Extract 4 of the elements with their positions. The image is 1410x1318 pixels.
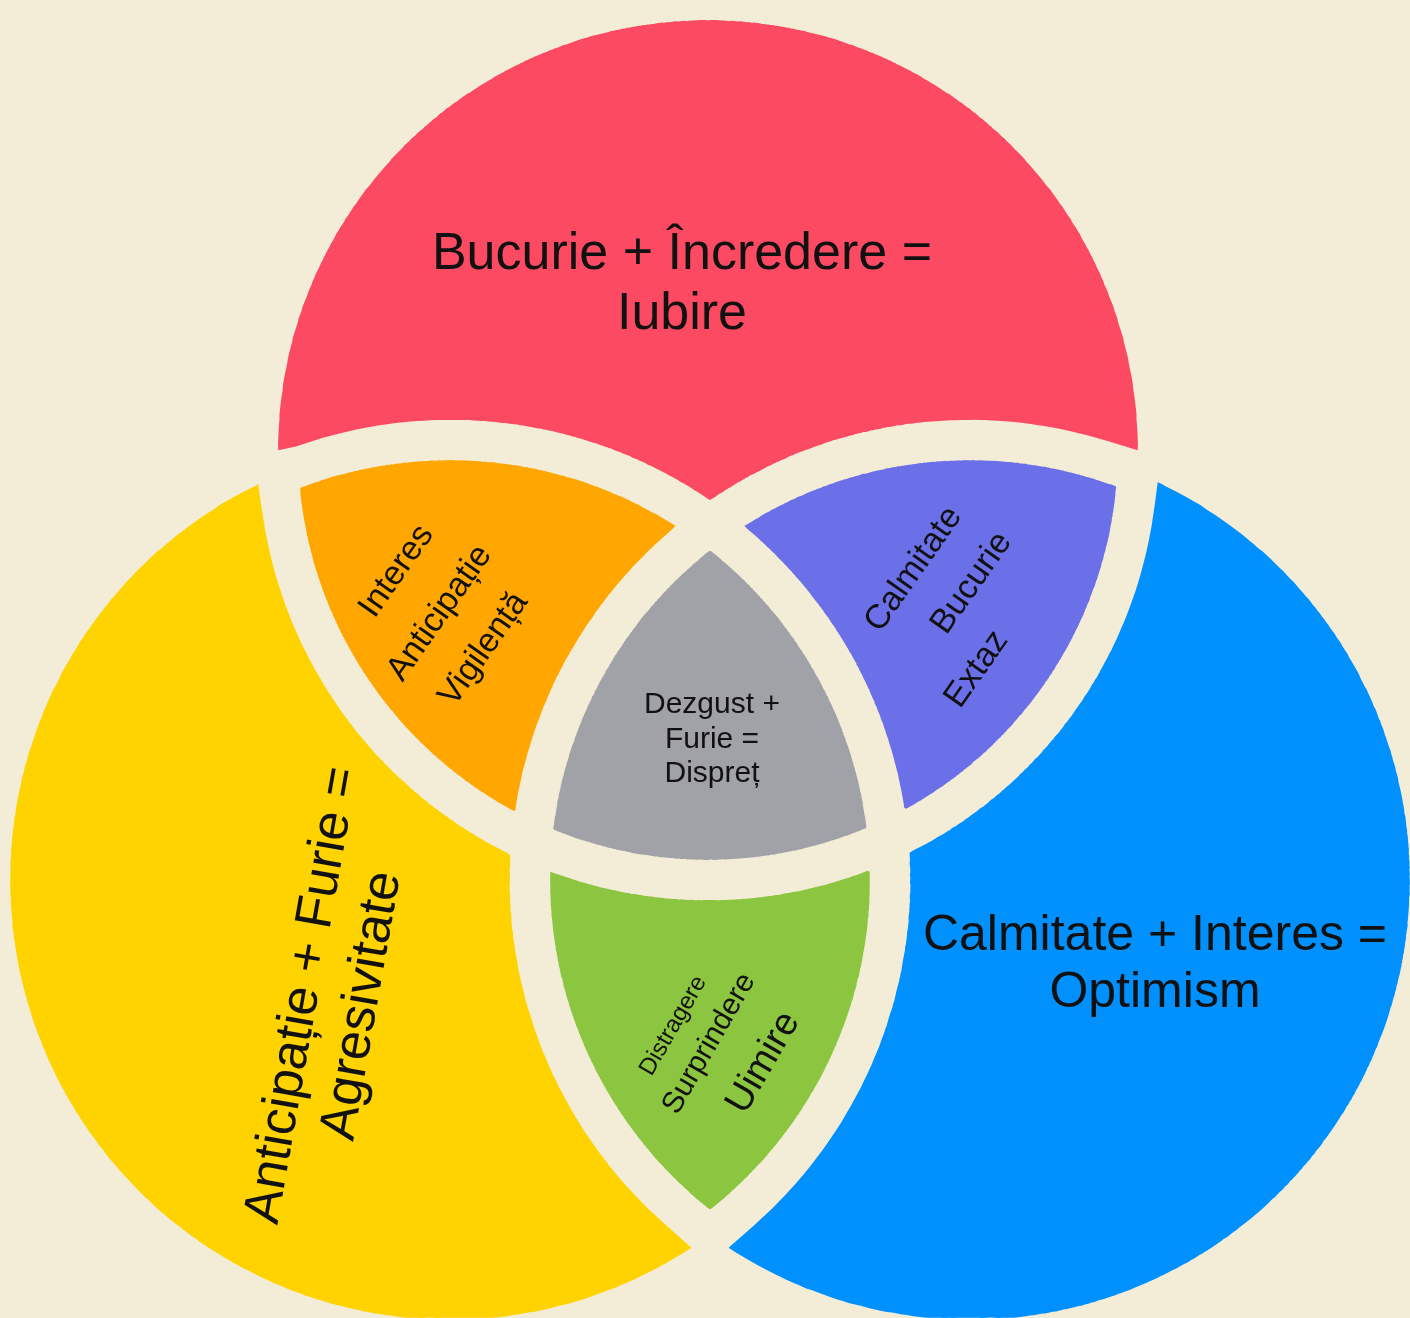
region-label: Anticipație + Furie = Agresivitate <box>229 760 412 1230</box>
region-label: Dezgust + Furie = Dispreț <box>643 686 781 790</box>
region-label: Bucurie + Încredere = Iubire <box>430 222 933 342</box>
region-label: Calmitate + Interes = Optimism <box>921 904 1389 1020</box>
